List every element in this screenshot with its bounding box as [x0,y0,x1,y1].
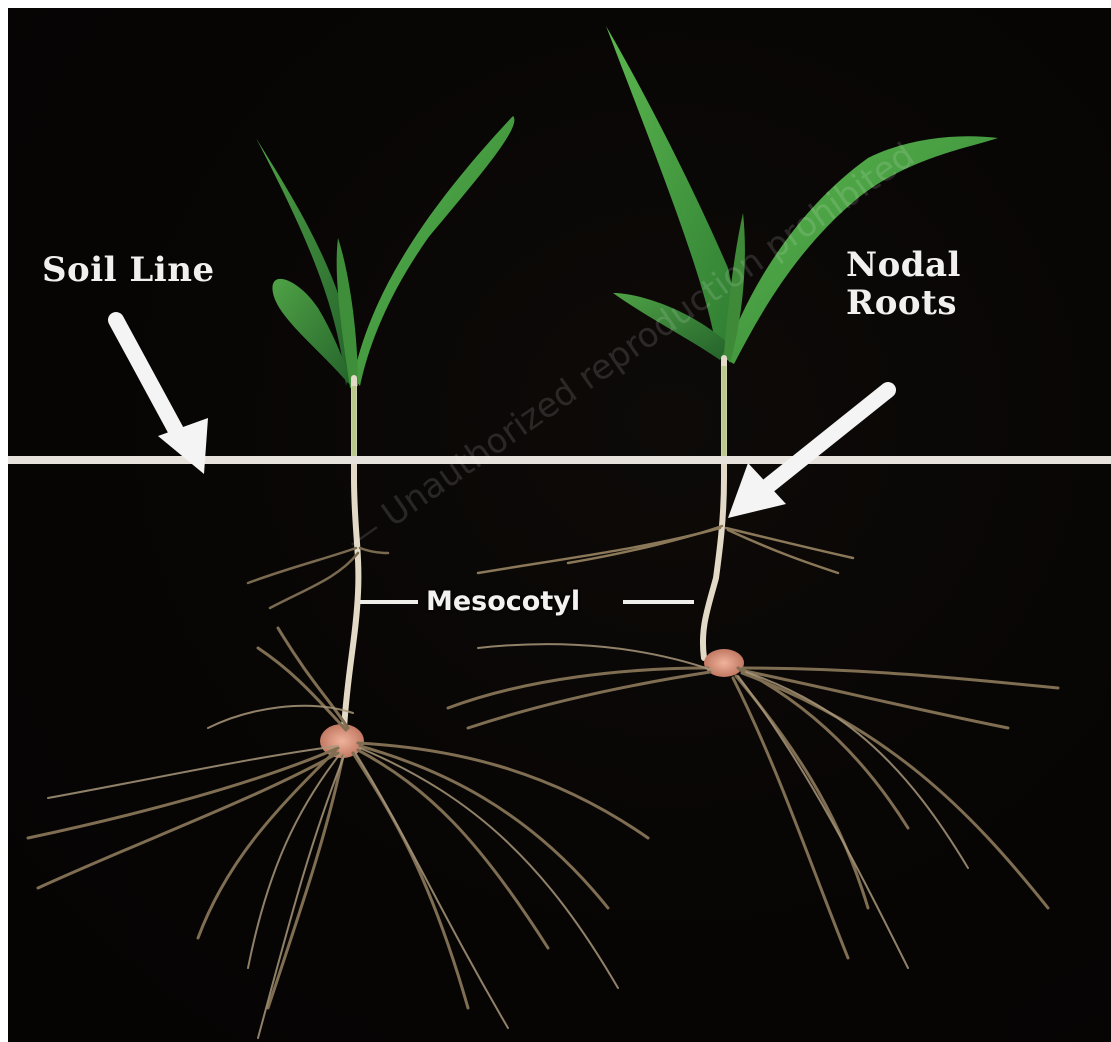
mesocotyl-label: Mesocotyl [426,586,580,617]
nodal-roots-label: Nodal Roots [846,246,961,322]
soil-line [8,456,1111,464]
soil-line-label: Soil Line [42,251,215,289]
left-seedling-leaves [256,116,514,388]
nodal-roots-arrow-icon [728,390,888,518]
seedling-illustration [8,8,1111,1042]
soil-line-arrow-icon [116,320,208,474]
right-stem [703,358,724,658]
seedling-photo-panel: Soil Line Nodal Roots Mesocotyl — Unauth… [8,8,1111,1042]
nodal-roots-label-line2: Roots [846,284,961,322]
left-roots [28,548,648,1038]
nodal-roots-label-line1: Nodal [846,246,961,284]
